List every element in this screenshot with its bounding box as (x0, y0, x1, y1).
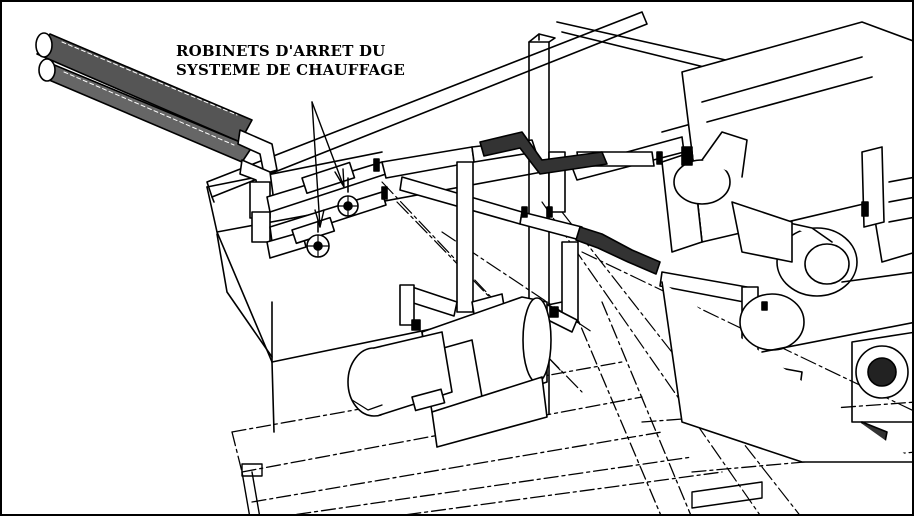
callout-label: ROBINETS D'ARRET DU SYSTEME DE CHAUFFAGE (176, 42, 405, 80)
callout-line-1: ROBINETS D'ARRET DU (176, 42, 386, 60)
pump-motor (347, 331, 548, 448)
callout-line-2: SYSTEME DE CHAUFFAGE (176, 61, 406, 79)
callout-arrows (311, 101, 345, 228)
shutoff-valves (306, 177, 359, 258)
engine (661, 21, 912, 463)
valve-upper (337, 177, 359, 217)
clamps (373, 146, 869, 331)
valve-lower (306, 219, 330, 258)
insulated-hoses (35, 32, 253, 163)
